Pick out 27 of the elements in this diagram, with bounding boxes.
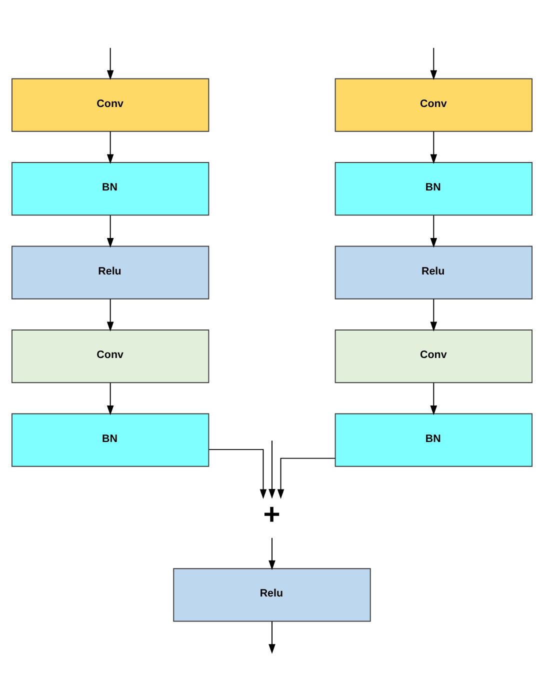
arrow <box>430 214 438 248</box>
arrow <box>208 448 267 498</box>
node-box: Conv <box>334 78 533 132</box>
node-box: BN <box>334 412 533 466</box>
arrow <box>268 536 276 570</box>
node-text: + <box>263 498 280 530</box>
arrow <box>106 46 114 80</box>
node-box: Conv <box>11 78 210 132</box>
node-box: BN <box>11 412 210 466</box>
arrow <box>268 440 276 498</box>
node-box: Relu <box>173 568 371 622</box>
node-box: Conv <box>334 329 533 383</box>
arrow <box>106 382 114 415</box>
arrow <box>268 620 276 654</box>
node-box: Relu <box>11 245 210 299</box>
node-box: BN <box>11 162 210 216</box>
arrow <box>430 382 438 415</box>
node-box: Conv <box>11 329 210 383</box>
node-box: Relu <box>334 245 533 299</box>
arrow <box>430 130 438 164</box>
arrow <box>430 46 438 80</box>
arrow <box>106 214 114 248</box>
arrow <box>277 457 336 498</box>
arrow <box>106 130 114 164</box>
node-box: BN <box>334 162 533 216</box>
arrow <box>106 298 114 331</box>
arrow <box>430 298 438 331</box>
